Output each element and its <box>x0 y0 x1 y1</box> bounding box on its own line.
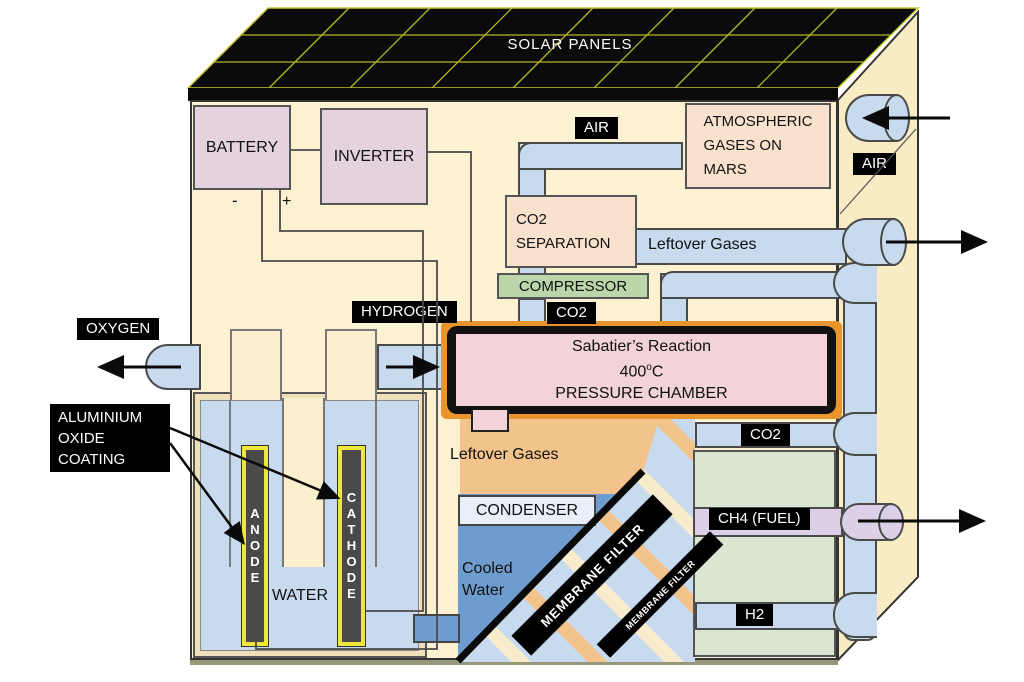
air-pipe-label: AIR <box>575 117 619 139</box>
co2-output-label: CO2 <box>741 424 790 446</box>
atmospheric-line3: MARS <box>703 161 747 178</box>
manifold-junction-top <box>833 262 877 304</box>
condenser-box: CONDENSER <box>458 495 596 526</box>
leftover-gases-pipe-label: Leftover Gases <box>648 236 757 253</box>
anode-label: ANODE <box>249 506 261 585</box>
battery-plus-terminal: + <box>282 193 292 210</box>
solar-panel-edge <box>188 88 838 101</box>
anode-electrode: ANODE <box>241 445 269 647</box>
co2-separation-box: CO2 SEPARATION <box>505 195 637 268</box>
atmospheric-line1: ATMOSPHERIC <box>703 113 813 130</box>
oxygen-outlet-pipe <box>145 344 201 390</box>
hydrogen-label: HYDROGEN <box>352 301 457 323</box>
gas-tube-oxygen <box>230 329 282 400</box>
atmospheric-gases-box: ATMOSPHERIC GASES ON MARS <box>685 103 831 189</box>
chamber-reaction-label: Sabatier’s Reaction <box>571 338 712 356</box>
tube-wall-left <box>229 400 231 567</box>
leftover-gases-area-label: Leftover Gases <box>450 446 559 463</box>
chamber-temperature: 400oC <box>619 362 664 381</box>
coating-line1: ALUMINIUM <box>58 409 143 426</box>
air-inlet-cylinder-cap <box>883 94 910 142</box>
cooled-water-label: Cooled Water <box>462 560 513 599</box>
compressor-box: COMPRESSOR <box>497 273 649 299</box>
water-label: WATER <box>272 587 328 604</box>
pressure-chamber: Sabatier’s Reaction 400oC PRESSURE CHAMB… <box>456 334 827 406</box>
co2-separation-line2: SEPARATION <box>516 234 611 252</box>
aluminium-oxide-coating-label: ALUMINIUM OXIDE COATING <box>50 404 170 472</box>
battery-label: BATTERY <box>205 138 279 156</box>
atmospheric-line2: GASES ON <box>703 137 782 154</box>
inverter-label: INVERTER <box>333 147 415 165</box>
tank-condenser-connector <box>413 614 460 643</box>
hydrogen-pipe <box>377 344 445 390</box>
air-side-label: AIR <box>853 153 897 175</box>
tank-divider-wall <box>282 398 325 567</box>
battery-box: BATTERY <box>193 105 291 190</box>
cathode-electrode: CATHODE <box>337 445 366 647</box>
coating-line3: COATING <box>58 451 126 468</box>
leftover-outlet-cylinder-cap <box>880 218 907 266</box>
condenser-label: CONDENSER <box>475 501 579 519</box>
manifold-junction-co2 <box>833 412 877 456</box>
solar-panel-grid <box>214 7 891 89</box>
co2-feed-label: CO2 <box>547 302 596 324</box>
recycle-pipe-horizontal <box>660 271 850 299</box>
battery-minus-terminal: - <box>232 191 238 210</box>
compressor-label: COMPRESSOR <box>518 277 628 295</box>
coating-line2: OXIDE <box>58 430 105 447</box>
inverter-box: INVERTER <box>320 108 428 205</box>
co2-separation-line1: CO2 <box>516 210 547 228</box>
gas-tube-hydrogen <box>325 329 377 400</box>
chamber-name-label: PRESSURE CHAMBER <box>555 384 728 402</box>
ch4-outlet-cylinder-cap <box>878 503 904 541</box>
air-pipe-horizontal <box>518 142 683 170</box>
chamber-outlet-stub <box>471 410 509 432</box>
oxygen-label: OXYGEN <box>77 318 160 340</box>
tube-wall-right <box>375 400 377 567</box>
manifold-junction-h2 <box>833 592 877 638</box>
leftover-gases-pipe <box>635 228 847 265</box>
ch4-output-label: CH4 (FUEL) <box>709 508 810 530</box>
h2-output-label: H2 <box>736 604 774 626</box>
cathode-label: CATHODE <box>346 490 357 601</box>
solar-panels-label: SOLAR PANELS <box>507 36 633 53</box>
